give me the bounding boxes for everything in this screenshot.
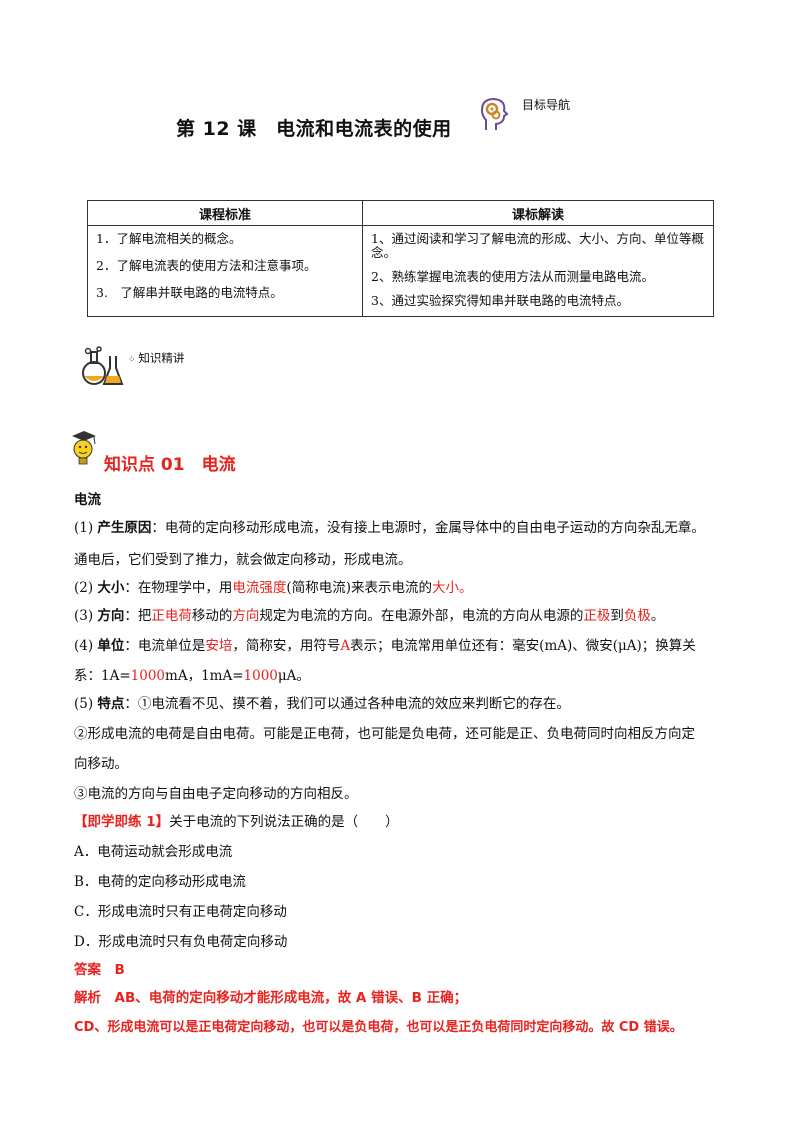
exercise-question: 【即学即练 1】关于电流的下列说法正确的是（ ） (74, 814, 399, 830)
feature-line: (5) 特点：①电流看不见、摸不着，我们可以通过各种电流的效应来判断它的存在。 (74, 696, 570, 712)
analysis-line: 解析 AB、电荷的定向移动才能形成电流，故 A 错误、B 正确； (74, 990, 468, 1006)
analysis-line-2: CD、形成电流可以是正电荷定向移动，也可以是负电荷，也可以是正负电荷同时定向移动… (74, 1020, 683, 1035)
lightbulb-icon (72, 431, 96, 465)
knowledge-point-title: 知识点 01 电流 (104, 455, 236, 475)
left-cell: 1．了解电流相关的概念。 2．了解电流表的使用方法和注意事项。 3. 了解串并联… (87, 225, 363, 317)
unit-line-2: 系：1A=1000mA，1mA=1000μA。 (74, 668, 310, 684)
right-item: 1、通过阅读和学习了解电流的形成、大小、方向、单位等概念。 (371, 231, 704, 260)
content-heading: 电流 (74, 492, 101, 508)
col-right-header: 课标解读 (362, 200, 714, 226)
exercise-option: D．形成电流时只有负电荷定向移动 (74, 934, 288, 950)
size-line: (2) 大小：在物理学中，用电流强度(简称电流)来表示电流的大小。 (74, 580, 473, 596)
cause-line: (1) 产生原因：电荷的定向移动形成电流，没有接上电源时，金属导体中的自由电子运… (74, 520, 705, 536)
feature-line-3: 向移动。 (74, 756, 128, 772)
right-item: 2、熟练掌握电流表的使用方法从而测量电路电流。 (371, 269, 654, 284)
exercise-option: A．电荷运动就会形成电流 (74, 844, 233, 860)
section-label: ⁘ 知识精讲 (128, 351, 185, 365)
exercise-option: B．电荷的定向移动形成电流 (74, 874, 246, 890)
answer-line: 答案 B (74, 962, 125, 978)
right-item: 3、通过实验探究得知串并联电路的电流特点。 (371, 293, 629, 308)
feature-line-2: ②形成电流的电荷是自由电荷。可能是正电荷，也可能是负电荷，还可能是正、负电荷同时… (74, 726, 695, 742)
unit-line: (4) 单位：电流单位是安培，简称安，用符号A表示；电流常用单位还有：毫安(mA… (74, 638, 696, 654)
left-item: 2．了解电流表的使用方法和注意事项。 (96, 258, 317, 273)
head-gears-icon (480, 97, 509, 130)
page-title: 第 12 课 电流和电流表的使用 (176, 118, 452, 140)
nav-label: 目标导航 (522, 98, 571, 112)
standards-table: 课程标准 课标解读 1．了解电流相关的概念。 2．了解电流表的使用方法和注意事项… (87, 200, 714, 317)
exercise-option: C．形成电流时只有正电荷定向移动 (74, 904, 287, 920)
flask-icon (82, 346, 124, 385)
cause-line-2: 通电后，它们受到了推力，就会做定向移动，形成电流。 (74, 552, 412, 568)
left-item: 1．了解电流相关的概念。 (96, 231, 242, 246)
direction-line: (3) 方向：把正电荷移动的方向规定为电流的方向。在电源外部，电流的方向从电源的… (74, 608, 665, 624)
feature-line-4: ③电流的方向与自由电子定向移动的方向相反。 (74, 786, 358, 802)
left-item: 3. 了解串并联电路的电流特点。 (96, 285, 283, 300)
col-left-header: 课程标准 (87, 200, 363, 226)
right-cell: 1、通过阅读和学习了解电流的形成、大小、方向、单位等概念。 2、熟练掌握电流表的… (362, 225, 714, 317)
